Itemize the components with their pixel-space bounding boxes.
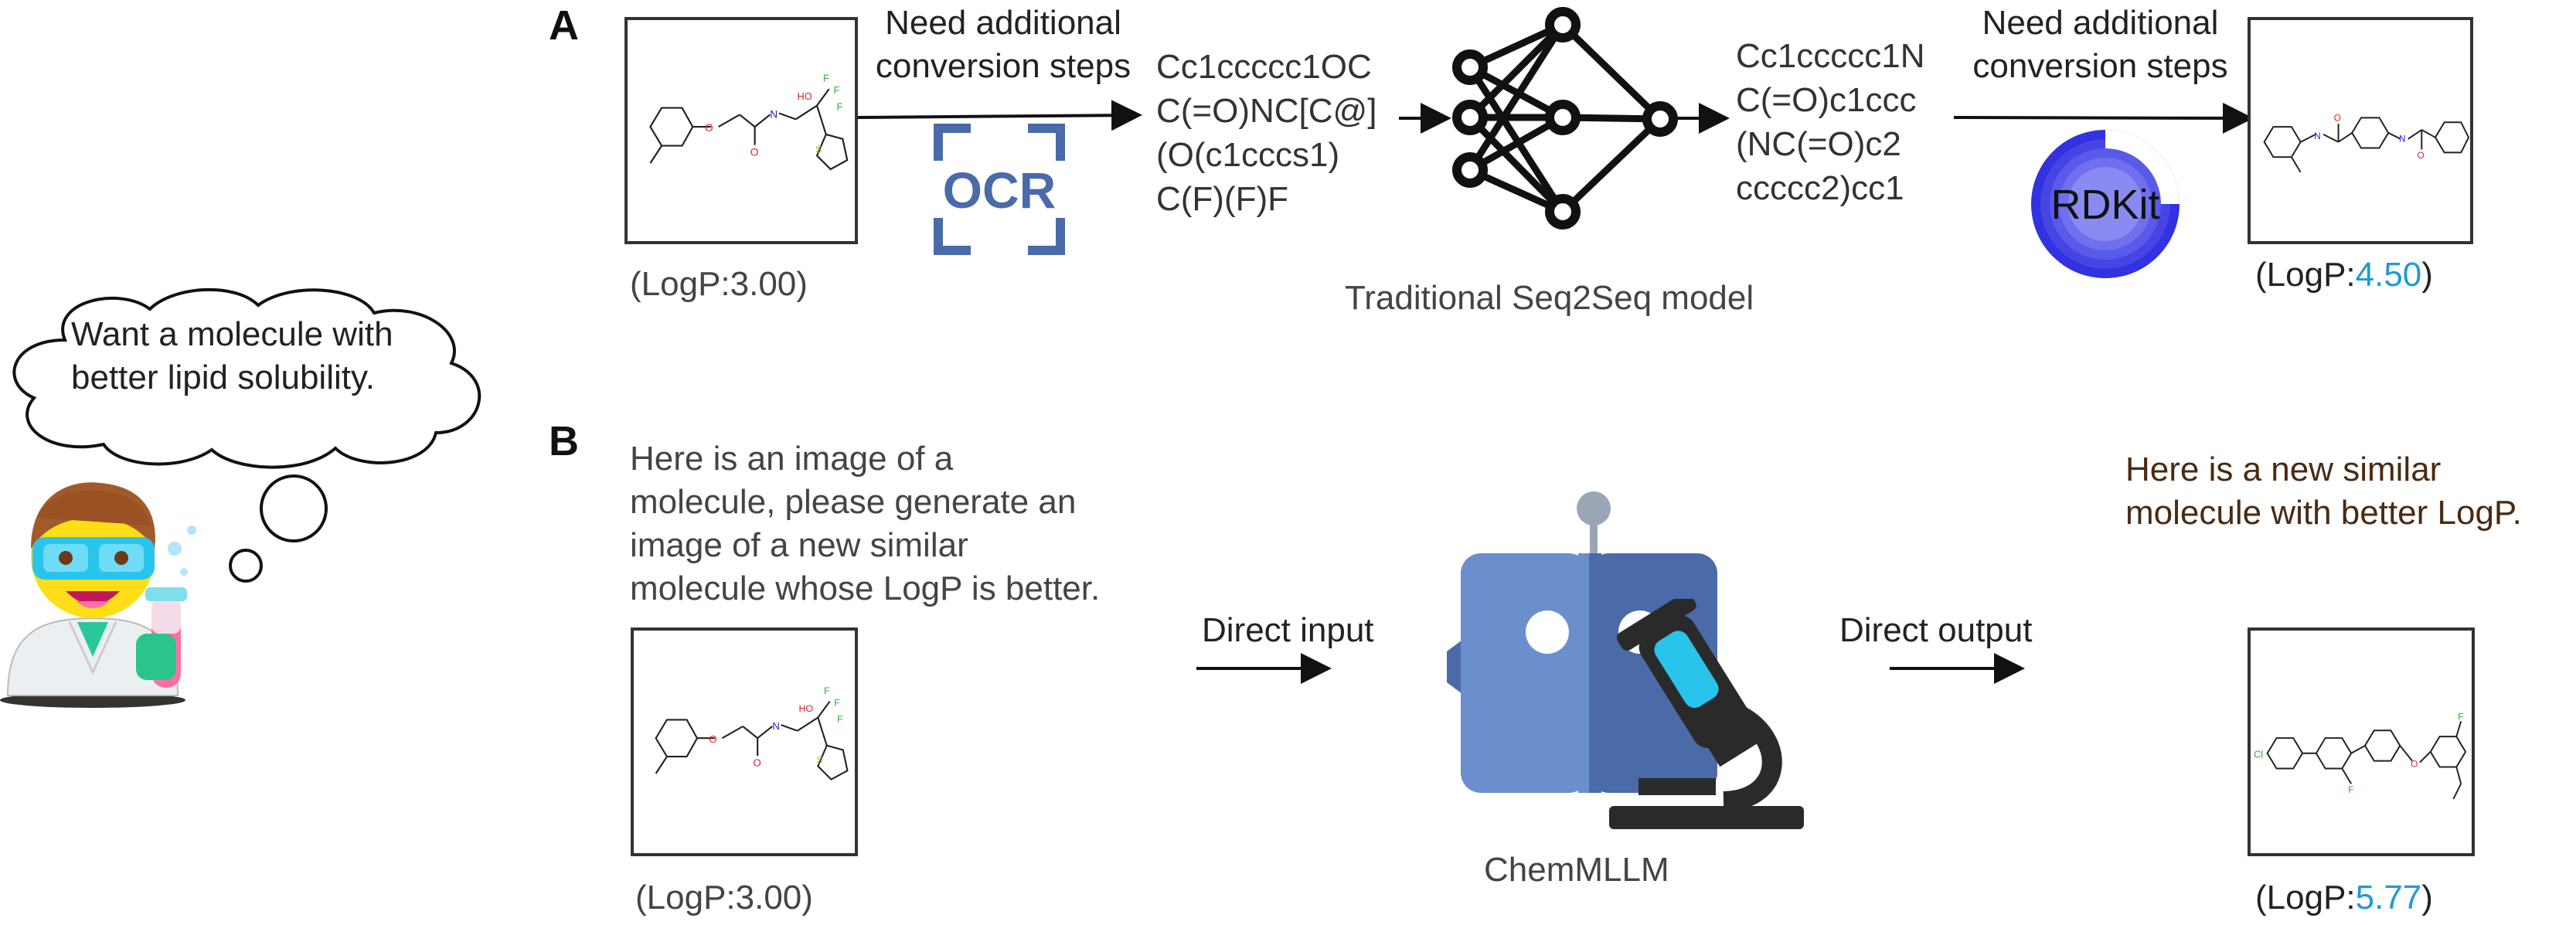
input-molecule-image-a: O O N HO F F F S <box>624 17 858 244</box>
ocr-label: OCR <box>942 162 1057 219</box>
rdkit-label: RDKit <box>2050 182 2160 228</box>
thought-text: Want a molecule with better lipid solubi… <box>71 315 393 396</box>
arrow-input-to-smiles <box>857 100 1142 131</box>
smiles-output-text: Cc1ccccc1N C(=O)c1ccc (NC(=O)c2 ccccc2)c… <box>1736 37 1925 207</box>
arrow-smiles-to-output <box>1953 102 2254 134</box>
arrow2-label: Need additional conversion steps <box>1972 4 2228 85</box>
output-logp-b: (LogP:5.77) <box>2255 879 2433 916</box>
input-molecule-structure: O O N HO F F F S <box>649 72 849 171</box>
direct-input-label: Direct input <box>1202 611 1374 649</box>
output-molecule-structure-a: N O N O <box>2263 113 2470 173</box>
svg-text:S: S <box>816 755 822 766</box>
svg-text:F: F <box>824 685 830 696</box>
smiles-input-text: Cc1ccccc1OC C(=O)NC[C@] (O(c1cccs1) C(F)… <box>1156 48 1377 218</box>
svg-text:N: N <box>772 720 780 732</box>
prompt-text: Here is an image of a molecule, please g… <box>630 440 1101 607</box>
svg-text:N: N <box>2399 134 2406 145</box>
svg-text:HO: HO <box>799 703 814 714</box>
rdkit-logo: RDKit <box>2030 128 2181 280</box>
svg-text:HO: HO <box>798 90 812 102</box>
thought-cloud-icon <box>3 286 505 471</box>
microscope-icon <box>1608 592 1805 831</box>
response-text: Here is a new similar molecule with bett… <box>2125 451 2522 532</box>
input-logp-b: (LogP:3.00) <box>635 879 813 916</box>
model-name: ChemMLLM <box>1484 851 1669 889</box>
svg-text:F: F <box>837 713 843 724</box>
direct-output-label: Direct output <box>1839 611 2033 649</box>
svg-text:O: O <box>709 733 716 745</box>
model-label: Traditional Seq2Seq model <box>1345 279 1754 317</box>
svg-text:O: O <box>750 146 759 158</box>
scientist-icon <box>0 464 216 711</box>
arrow1-label: Need additional conversion steps <box>875 4 1131 85</box>
thought-bubbles <box>229 474 328 583</box>
output-molecule-image-a: N O N O <box>2248 17 2473 244</box>
svg-text:F: F <box>834 697 840 708</box>
svg-text:S: S <box>815 143 822 155</box>
svg-text:O: O <box>2417 151 2424 161</box>
panel-b-label: B <box>549 418 579 464</box>
svg-text:F: F <box>823 72 829 83</box>
svg-text:O: O <box>705 122 713 134</box>
svg-text:O: O <box>2411 759 2418 770</box>
input-molecule-image-b: O O N HO F F F S <box>631 627 858 856</box>
output-molecule-image-b: Cl F O F <box>2248 627 2475 856</box>
svg-text:F: F <box>834 84 840 96</box>
neural-network-icon <box>1447 2 1679 230</box>
output-molecule-structure-b: Cl F O F <box>2254 711 2467 800</box>
svg-text:O: O <box>2334 113 2341 123</box>
svg-text:N: N <box>770 108 778 120</box>
svg-text:F: F <box>2348 784 2353 795</box>
input-molecule-structure-b: O O N HO F F F S <box>655 685 849 780</box>
svg-text:F: F <box>836 101 842 113</box>
panel-a-label: A <box>549 2 579 49</box>
ocr-icon: OCR <box>934 124 1065 255</box>
svg-text:Cl: Cl <box>2254 749 2263 760</box>
output-logp-a: (LogP:4.50) <box>2255 256 2433 294</box>
input-logp-a: (LogP:3.00) <box>630 265 808 303</box>
svg-text:O: O <box>753 757 761 768</box>
svg-text:N: N <box>2314 131 2321 141</box>
svg-text:F: F <box>2458 711 2463 722</box>
